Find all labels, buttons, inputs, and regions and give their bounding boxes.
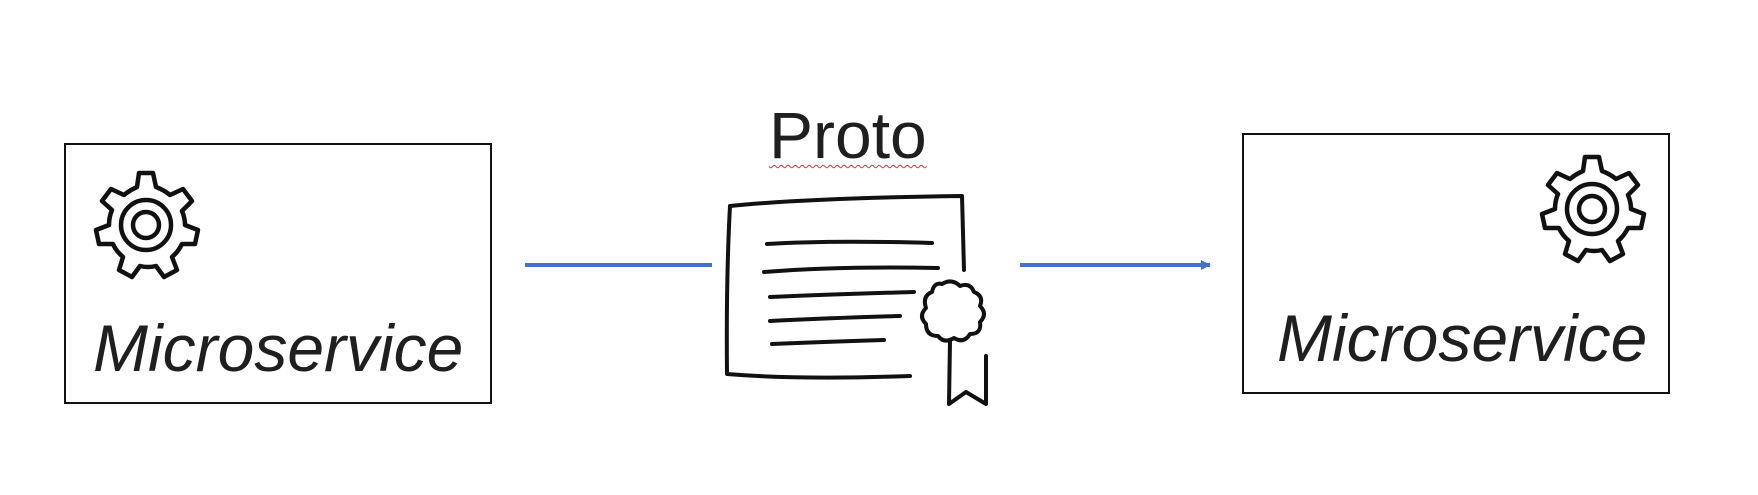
gear-icon — [93, 170, 201, 280]
right-microservice-box: Microservice — [1242, 133, 1670, 394]
proto-title: Proto — [769, 98, 927, 172]
certificate-document-icon — [724, 194, 988, 406]
right-microservice-label: Microservice — [1277, 301, 1648, 375]
left-microservice-label: Microservice — [93, 311, 464, 385]
gear-icon — [1539, 154, 1647, 264]
left-microservice-box: Microservice — [64, 143, 492, 404]
